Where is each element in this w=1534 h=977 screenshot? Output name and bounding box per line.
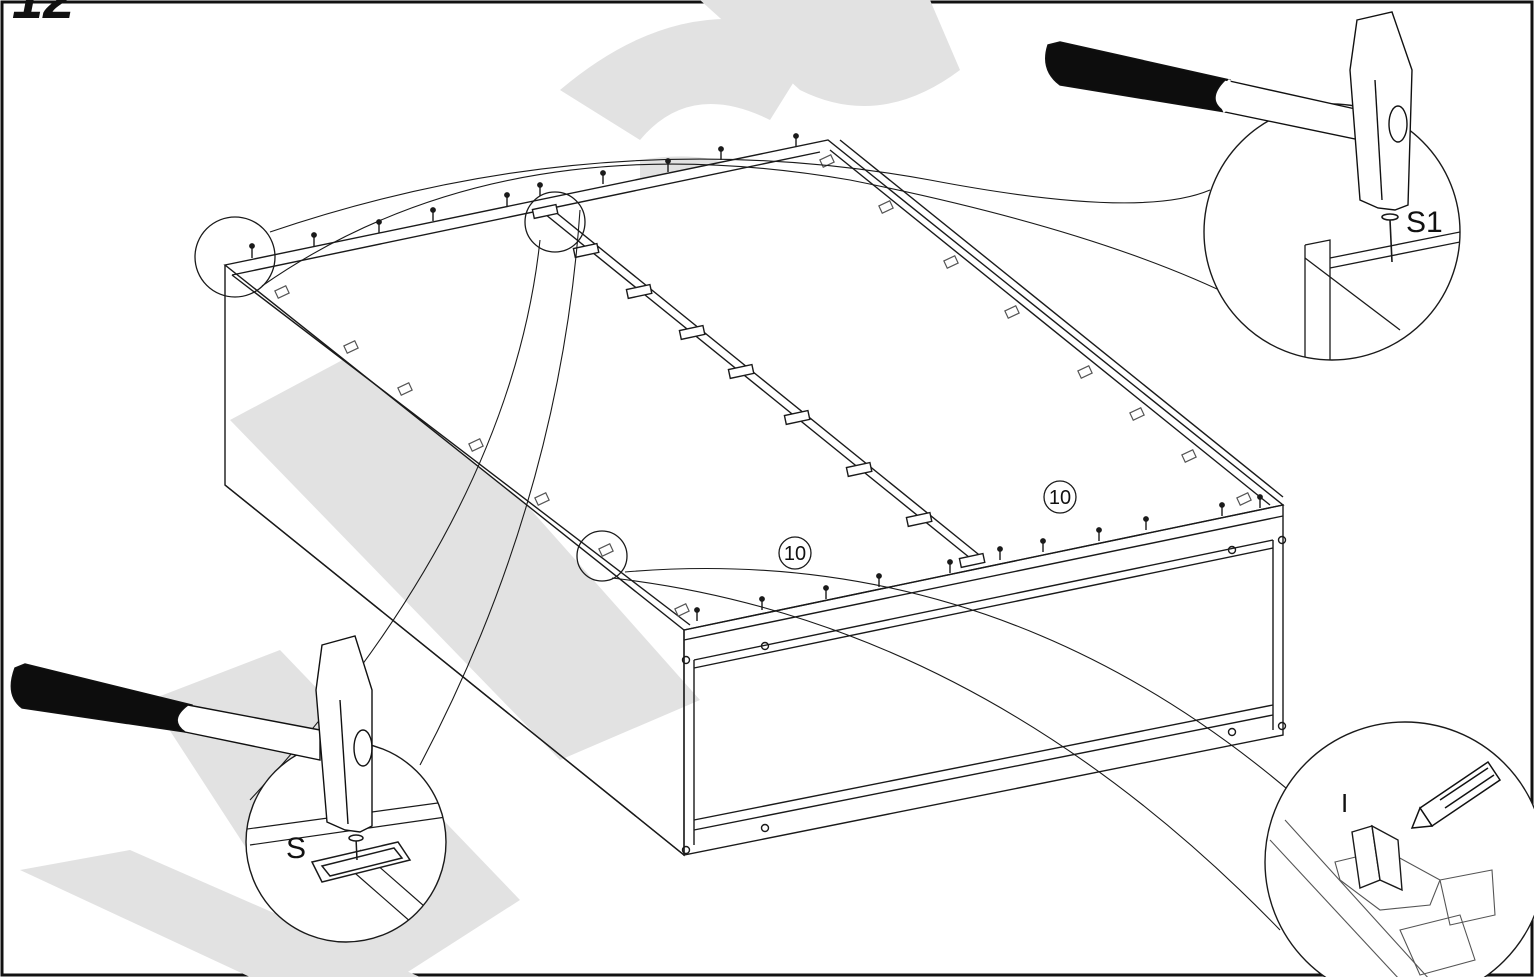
callout-pin: I [1341, 788, 1348, 818]
part-label-top: 10 [1049, 487, 1071, 509]
part-label-side-group: 10 [778, 536, 812, 570]
edge-clips [274, 154, 1252, 617]
callout-bracket: S [286, 832, 306, 865]
part-label-side: 10 [784, 543, 806, 565]
hammer-icon-top [1045, 11, 1413, 211]
zoom-circle-pin [1264, 721, 1534, 977]
step-number: 12 [12, 0, 74, 30]
nails [249, 133, 1263, 621]
nail-icon [1381, 213, 1399, 263]
rail-brackets [531, 203, 986, 569]
part-label-top-group: 10 [1043, 480, 1077, 514]
screwdriver-icon [1410, 760, 1502, 829]
hammer-icon-bottom [10, 635, 373, 833]
pin-icon [1351, 824, 1403, 892]
cabinet [223, 139, 1287, 857]
detail-markers [194, 191, 628, 582]
callout-nail: S1 [1406, 206, 1443, 239]
bracket-icon [310, 834, 412, 883]
